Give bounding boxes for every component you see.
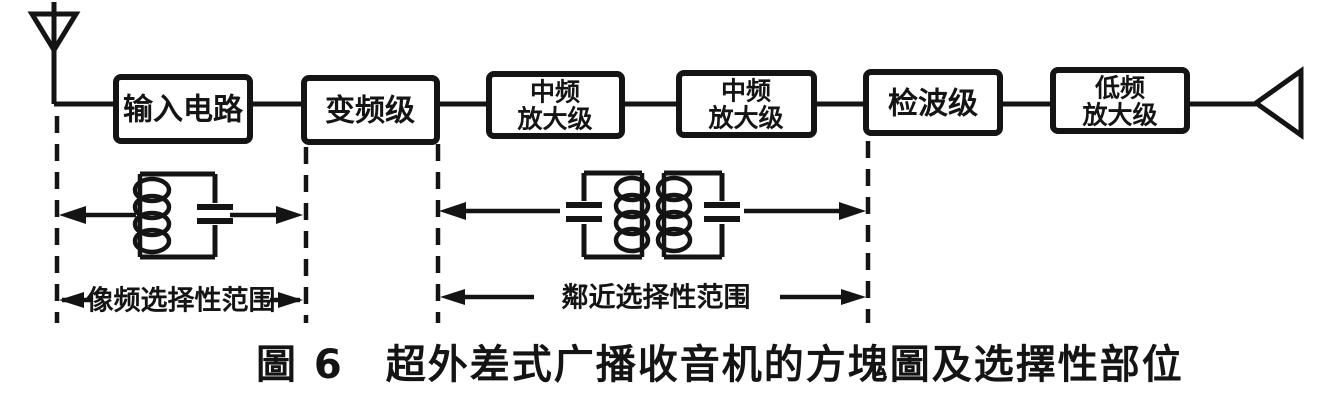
block-if-amp-2: 中频 放大级 [676,70,817,138]
capacitor-icon [197,204,233,224]
arrowhead-left [440,289,465,305]
block-af-amp-line2: 放大级 [1081,101,1157,130]
block-input-circuit: 输入电路 [113,74,253,144]
capacitor-icon [704,202,740,222]
arrowhead-right [839,202,866,220]
block-detector-stage-label: 检波级 [888,87,978,122]
inductor-icon [132,176,172,255]
inductor-icon [655,175,693,254]
lc-tank-icon [132,171,233,260]
block-af-amp-line1: 低频 [1094,74,1145,103]
adjacent-selectivity-range-label: 鄰近选择性范围 [440,283,866,314]
image-frequency-range-label: 像频选择性范围 [59,286,303,317]
block-if-amp-1-line2: 放大级 [516,105,592,134]
inductor-icon [613,175,651,254]
arrowhead-right [278,292,303,308]
svg-text:圖 6 超外差式广播收音机的方塊圖及选擇性部位: 圖 6 超外差式广播收音机的方塊圖及选擇性部位 [256,342,1184,388]
block-af-amp: 低频 放大级 [1050,67,1190,134]
block-input-circuit-label: 输入电路 [123,93,244,128]
antenna-icon [27,2,118,107]
block-mixer-stage: 变频级 [301,75,440,145]
figure-caption: 圖 6 超外差式广播收音机的方塊圖及选擇性部位 [256,342,1184,388]
block-if-amp-2-line2: 放大级 [707,104,783,133]
block-if-amp-1-line1: 中频 [530,78,580,107]
block-if-amp-2-line1: 中频 [721,77,771,106]
arrowhead-left [439,202,466,220]
block-mixer-stage-label: 变频级 [325,94,415,129]
capacitor-icon [566,202,602,222]
arrowhead-right [276,206,303,224]
tank-span-arrows [59,206,303,224]
image-frequency-range-text: 像频选择性范围 [87,286,276,317]
coupled-lc-transformer-icon [566,170,740,260]
arrowhead-left [59,206,86,224]
speaker-icon [1251,66,1304,140]
block-detector-stage: 检波级 [863,69,1003,136]
range-boundary-dashed-lines [54,116,871,323]
arrowhead-right [841,289,866,305]
adjacent-selectivity-range-text: 鄰近选择性范围 [562,283,751,314]
transformer-span-arrows [439,202,866,220]
figure-caption-number: 圖 6 [256,342,344,388]
block-if-amp-1: 中频 放大级 [486,71,625,139]
figure-caption-title: 超外差式广播收音机的方塊圖及选擇性部位 [386,342,1184,388]
